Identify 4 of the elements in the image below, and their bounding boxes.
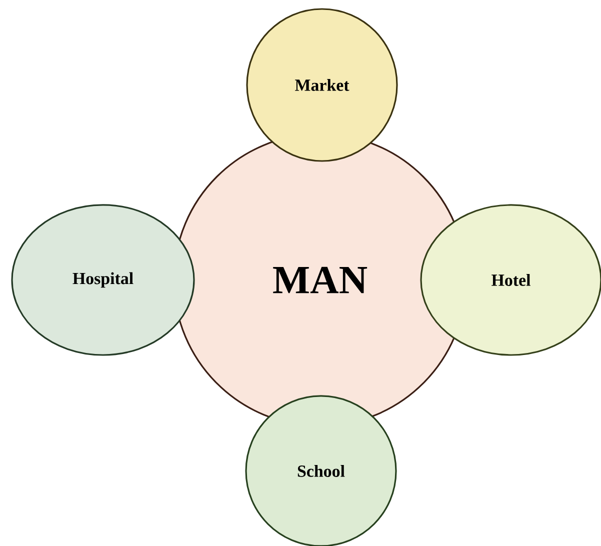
ellipse-node: Hospital	[11, 204, 195, 356]
circle-node: School	[245, 395, 397, 546]
ellipse-node: Hotel	[420, 204, 601, 356]
ellipse-node: Market	[246, 8, 398, 162]
